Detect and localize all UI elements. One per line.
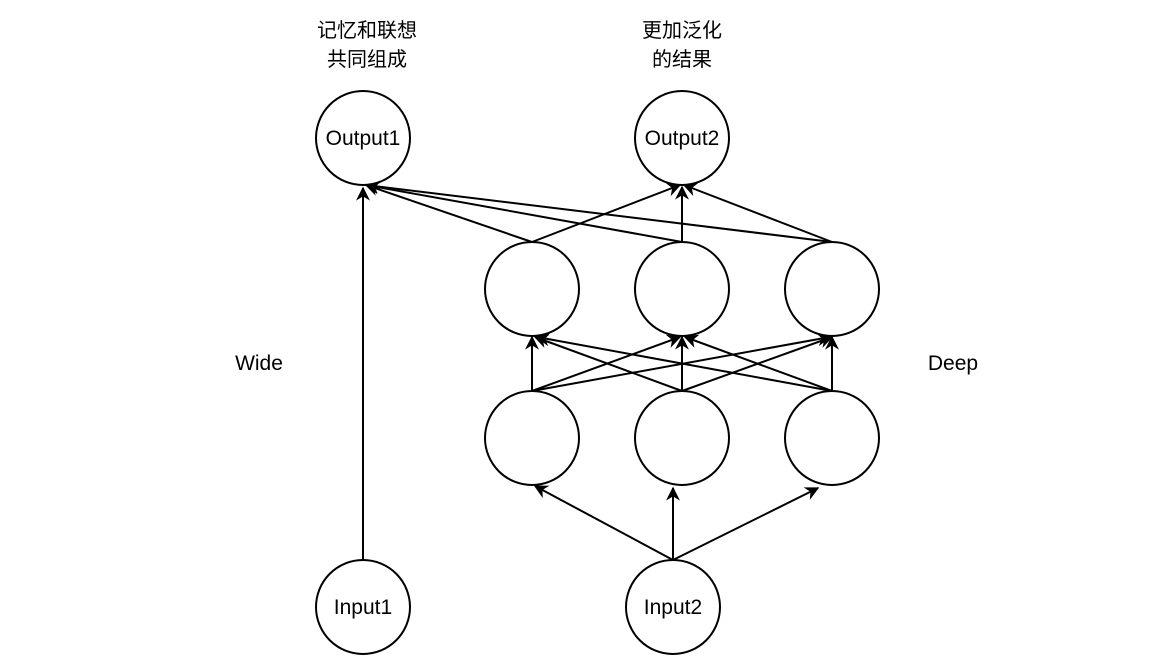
- node-output1: Output1: [315, 90, 411, 186]
- node-input2-label: Input2: [644, 596, 702, 619]
- wide-caption-line2: 共同组成: [327, 47, 407, 71]
- node-input1-label: Input1: [334, 596, 392, 619]
- node-hidden-bottom-left: [484, 390, 580, 486]
- edge-htr-output1: [364, 179, 833, 243]
- node-hidden-top-right: [784, 241, 880, 337]
- edge-hbm-htl: [533, 334, 683, 392]
- wide-label: Wide: [235, 352, 283, 375]
- deep-caption-line1: 更加泛化: [642, 18, 722, 42]
- node-output2-label: Output2: [645, 127, 720, 150]
- edge-htm-output1: [364, 180, 683, 243]
- wide-caption-line1: 记忆和联想: [317, 18, 417, 42]
- edge-input2-hidden-bottom-right: [672, 487, 820, 561]
- node-input1: Input1: [315, 559, 411, 655]
- edge-hbr-htm: [683, 334, 833, 392]
- node-hidden-bottom-right: [784, 390, 880, 486]
- edge-htl-output2: [531, 182, 682, 243]
- node-output1-label: Output1: [326, 127, 401, 150]
- node-input2: Input2: [625, 559, 721, 655]
- node-hidden-top-middle: [634, 241, 730, 337]
- node-hidden-bottom-middle: [634, 390, 730, 486]
- deep-caption-line2: 的结果: [652, 47, 712, 71]
- deep-label: Deep: [928, 352, 978, 375]
- edge-hbr-htl: [535, 332, 833, 392]
- node-output2: Output2: [634, 90, 730, 186]
- edge-input2-hidden-bottom-left: [533, 485, 674, 561]
- edge-htr-output2: [682, 182, 833, 243]
- node-hidden-top-left: [484, 241, 580, 337]
- edge-htl-output1: [364, 182, 533, 243]
